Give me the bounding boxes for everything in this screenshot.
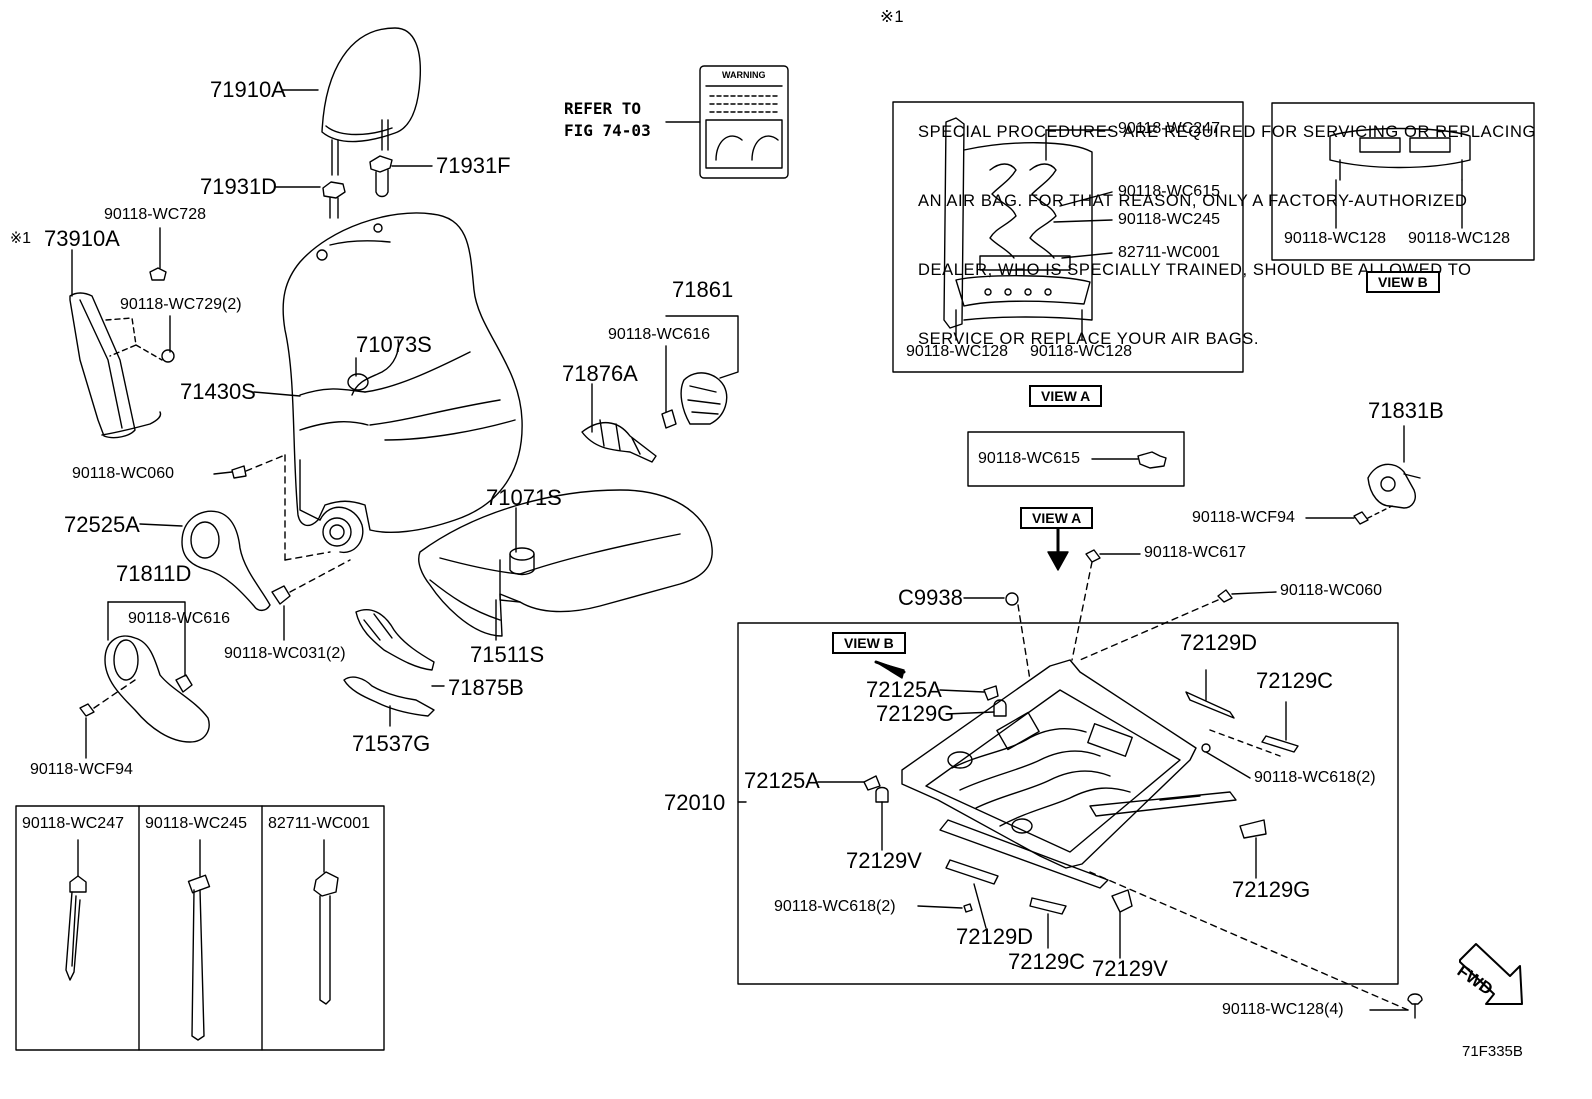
inset-label-wc247: 90118-WC247 xyxy=(22,815,124,832)
figure-code: 71F335B xyxy=(1462,1043,1523,1060)
seat-adjuster-frame xyxy=(737,622,1399,985)
label-72525A: 72525A xyxy=(64,512,140,537)
label-71831B: 71831B xyxy=(1368,398,1444,423)
seatback-frame-drawing xyxy=(943,117,1093,341)
view-b-frame xyxy=(1271,102,1535,261)
label-view-a-wc245: 90118-WC245 xyxy=(1118,211,1220,228)
tie-wc001-drawing xyxy=(313,839,339,1005)
label-wc031: 90118-WC031(2) xyxy=(224,645,346,662)
label-view-a-wc128-right: 90118-WC128 xyxy=(1030,343,1132,360)
label-view-a-wc001: 82711-WC001 xyxy=(1118,244,1220,261)
view-a-tag-arrow: VIEW A xyxy=(1020,507,1094,529)
refer-line-1: REFER TO xyxy=(564,99,642,118)
label-wc618-left: 90118-WC618(2) xyxy=(774,898,896,915)
clip-wc247-drawing xyxy=(65,839,87,981)
label-wc617: 90118-WC617 xyxy=(1144,544,1246,561)
view-a-tag: VIEW A xyxy=(1029,385,1103,407)
inset-label-wc001: 82711-WC001 xyxy=(268,815,370,832)
label-72129D-top: 72129D xyxy=(1180,630,1258,655)
fwd-arrow xyxy=(1459,943,1523,1005)
bracket-71831b-drawing xyxy=(1367,463,1421,509)
label-wc615-box: 90118-WC615 xyxy=(978,450,1080,467)
label-view-a-wc128-left: 90118-WC128 xyxy=(906,343,1008,360)
label-wc616-left: 90118-WC616 xyxy=(128,610,230,627)
lower-cover-drawing xyxy=(79,635,210,743)
tie-wc245-drawing xyxy=(187,839,211,1041)
label-72129V-left: 72129V xyxy=(846,848,922,873)
label-wc728: 90118-WC728 xyxy=(104,206,206,223)
recliner-cover-drawing xyxy=(181,510,351,612)
note-line-3: DEALER, WHO IS SPECIALLY TRAINED, SHOULD… xyxy=(918,261,1472,279)
label-72129G-right: 72129G xyxy=(1232,877,1311,902)
label-wc060-left: 90118-WC060 xyxy=(72,465,174,482)
view-b-tag: VIEW B xyxy=(1366,271,1440,293)
label-71876A: 71876A xyxy=(562,361,638,386)
label-wc729: 90118-WC729(2) xyxy=(120,296,242,313)
view-a-frame xyxy=(892,101,1244,373)
inset-label-wc245: 90118-WC245 xyxy=(145,815,247,832)
screw-wc060-left xyxy=(231,465,247,479)
note-mark: ※1 xyxy=(880,8,905,26)
label-71537G: 71537G xyxy=(352,731,431,756)
seat-cushion-cover-drawing xyxy=(418,489,713,637)
adjuster-cover-drawing xyxy=(581,372,728,463)
label-72129C-bottom: 72129C xyxy=(1008,949,1086,974)
refer-line-2: FIG 74-03 xyxy=(564,121,651,140)
view-b-tag-arrow: VIEW B xyxy=(832,632,906,654)
view-b-frame-drawing xyxy=(1329,127,1471,229)
label-view-b-wc128-right: 90118-WC128 xyxy=(1408,230,1510,247)
nut-wc729 xyxy=(161,349,175,363)
label-view-b-wc128-left: 90118-WC128 xyxy=(1284,230,1386,247)
label-wc616-mid: 90118-WC616 xyxy=(608,326,710,343)
seat-track-frame-drawing xyxy=(901,659,1237,889)
label-wc128-4: 90118-WC128(4) xyxy=(1222,1001,1344,1018)
label-view-a-wc247: 90118-WC247 xyxy=(1118,120,1220,137)
label-71071S: 71071S xyxy=(486,485,562,510)
label-73910A-mark: ※1 xyxy=(10,230,31,247)
fastener-inset xyxy=(15,805,385,1051)
label-71910A: 71910A xyxy=(210,77,286,102)
label-71811D: 71811D xyxy=(116,561,192,586)
label-72125A-left: 72125A xyxy=(744,768,820,793)
label-71073S: 71073S xyxy=(356,332,432,357)
headrest-drawing xyxy=(321,27,422,219)
label-view-a-wc615: 90118-WC615 xyxy=(1118,183,1220,200)
label-72010: 72010 xyxy=(664,790,726,815)
label-71875B: 71875B xyxy=(448,675,524,700)
label-wc618-right: 90118-WC618(2) xyxy=(1254,769,1376,786)
seatback-cover-drawing xyxy=(282,212,523,554)
label-wcf94-left: 90118-WCF94 xyxy=(30,761,133,778)
label-72129V-bottom: 72129V xyxy=(1092,956,1168,981)
label-71861: 71861 xyxy=(672,277,734,302)
label-72129G-top: 72129G xyxy=(876,701,955,726)
label-71931D: 71931D xyxy=(200,174,278,199)
label-C9938: C9938 xyxy=(898,585,963,610)
note-line-4: SERVICE OR REPLACE YOUR AIR BAGS. xyxy=(918,330,1260,348)
seat-wire-brackets-drawing xyxy=(343,609,435,717)
airbag-note: ※1 SPECIAL PROCEDURES ARE REQUIRED FOR S… xyxy=(880,6,1536,420)
label-71511S: 71511S xyxy=(470,642,545,667)
label-wc060-right: 90118-WC060 xyxy=(1280,582,1382,599)
label-72129C-top: 72129C xyxy=(1256,668,1334,693)
label-71430S: 71430S xyxy=(180,379,256,404)
label-wcf94-right: 90118-WCF94 xyxy=(1192,509,1295,526)
wc615-box xyxy=(967,431,1185,487)
label-72125A-top: 72125A xyxy=(866,677,942,702)
label-71931F: 71931F xyxy=(436,153,511,178)
warning-label xyxy=(699,65,789,179)
label-72129D-bottom: 72129D xyxy=(956,924,1034,949)
note-line-2: AN AIR BAG. FOR THAT REASON, ONLY A FACT… xyxy=(918,192,1468,210)
clip-wc728 xyxy=(149,267,167,281)
warning-text: WARNING xyxy=(722,70,766,80)
note-line-1: SPECIAL PROCEDURES ARE REQUIRED FOR SERV… xyxy=(918,123,1536,141)
side-airbag-drawing xyxy=(69,292,163,439)
label-73910A: 73910A xyxy=(44,226,120,251)
